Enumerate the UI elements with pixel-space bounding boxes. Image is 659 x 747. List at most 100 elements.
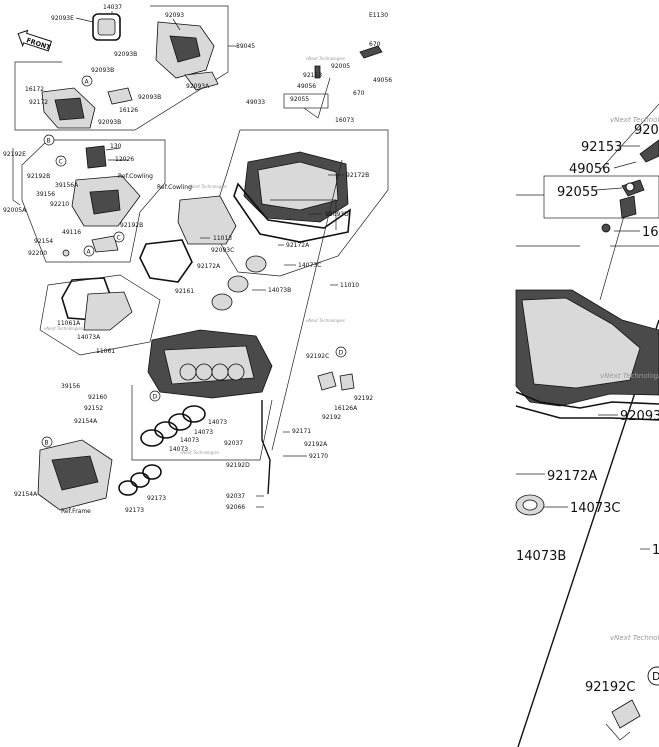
part-label: 92093D <box>325 211 349 218</box>
watermark: vNext Technologies <box>600 372 659 380</box>
frame-bracket <box>37 439 113 511</box>
part-label: 92093C <box>211 247 234 254</box>
part-label: 11061A <box>57 320 81 327</box>
svg-text:C: C <box>117 235 121 242</box>
watermark: vNext Technologies <box>306 56 345 61</box>
part-label: 39045 <box>236 43 255 50</box>
part-label: 92192A <box>304 441 328 448</box>
zoom-leader-lines <box>516 145 650 550</box>
actuator-assembly <box>12 145 141 257</box>
part-label: 14073 <box>194 429 213 436</box>
part-label: 92161 <box>175 288 194 295</box>
part-label: 92200 <box>28 250 47 257</box>
part-label: 39156 <box>61 383 80 390</box>
group-frame-actuator <box>21 139 166 263</box>
part-label: 92172 <box>29 99 48 106</box>
zoom-callout-D: D <box>652 670 659 683</box>
part-label: 92093 <box>165 12 184 19</box>
part-label: 14073C <box>570 501 620 516</box>
sensor-assembly <box>317 371 355 391</box>
part-label: 92153 <box>303 72 322 79</box>
part-label: 49056 <box>297 83 316 90</box>
part-label: 92192 <box>322 414 341 421</box>
ref-frame-label: Ref.Frame <box>61 508 91 515</box>
callout-C-icon: C C <box>55 155 125 243</box>
watermark: vNext Technologies <box>610 634 659 642</box>
callout-A-icon: A A <box>81 75 95 257</box>
part-label: 92093 <box>620 409 659 424</box>
svg-text:A: A <box>87 249 92 256</box>
watermark: vNext Technologies <box>610 116 659 124</box>
part-label: 16126 <box>119 107 138 114</box>
part-label: 92173 <box>125 507 144 514</box>
overview-panel: E1130 FRONT <box>3 4 392 515</box>
watermark: vNext Technologies <box>306 318 345 323</box>
part-label: 920 <box>634 123 659 138</box>
part-label: 16 <box>642 225 659 240</box>
part-label: 16073 <box>335 117 354 124</box>
part-label: 14073 <box>208 419 227 426</box>
part-label: 49056 <box>569 162 610 177</box>
part-label: 92037 <box>224 440 243 447</box>
part-label: 92153 <box>581 140 622 155</box>
svg-text:C: C <box>59 159 63 166</box>
part-label: 11010 <box>340 282 359 289</box>
part-label: 92093B <box>114 51 137 58</box>
part-label: 92192 <box>354 395 373 402</box>
watermark: vNext Technologies <box>44 326 83 331</box>
ref-cowling-label: Ref.Cowling <box>157 184 192 191</box>
part-label: 92055 <box>290 96 309 103</box>
svg-text:D: D <box>153 394 158 401</box>
intake-funnels <box>211 255 267 311</box>
part-label: 16172 <box>25 86 44 93</box>
part-label: 92192B <box>27 173 50 180</box>
part-label: 670 <box>353 90 365 97</box>
zoom-hose-fittings <box>601 139 659 233</box>
part-label: 11013 <box>213 235 232 242</box>
part-label: 49056 <box>373 77 392 84</box>
part-label: 92152 <box>84 405 103 412</box>
part-label: 92170 <box>309 453 328 460</box>
part-label: 49116 <box>62 229 81 236</box>
watermark: vNext Technologies <box>188 184 227 189</box>
part-label: 14037 <box>103 4 122 11</box>
part-label: 92192E <box>3 151 26 158</box>
part-label: 130 <box>110 143 122 150</box>
part-label: 14073 <box>180 437 199 444</box>
part-label: 92192C <box>585 680 635 695</box>
part-label: 92160 <box>88 394 107 401</box>
breather-parts <box>283 45 383 119</box>
air-filter <box>61 277 133 331</box>
part-label: 11061 <box>96 348 115 355</box>
ref-cowling-label: Ref.Cowling <box>118 173 153 180</box>
part-label: 14073C <box>298 262 321 269</box>
svg-text:B: B <box>47 138 51 145</box>
intake-duct <box>41 13 219 129</box>
part-label: 92172A <box>286 242 310 249</box>
part-label: 92055 <box>557 185 598 200</box>
callout-B-icon: B B <box>41 134 55 448</box>
part-label: 39156A <box>55 182 79 189</box>
part-label: 92154 <box>34 238 53 245</box>
part-label: 14073B <box>516 549 566 564</box>
part-label: 92037 <box>226 493 245 500</box>
part-label: 14073 <box>169 446 188 453</box>
intake-rings <box>118 405 206 496</box>
part-label: 92005A <box>3 207 27 214</box>
part-label: 92093B <box>138 94 161 101</box>
part-label: 92192C <box>306 353 329 360</box>
part-label: 14073B <box>268 287 291 294</box>
part-label: 92172A <box>197 263 221 270</box>
part-label: 92066 <box>226 504 245 511</box>
part-label: 92173 <box>147 495 166 502</box>
zoom-sensor: D <box>605 666 659 741</box>
part-label: 49033 <box>246 99 265 106</box>
svg-text:D: D <box>339 350 344 357</box>
figure-code: E1130 <box>369 12 388 19</box>
watermark: vNext Technologies <box>180 450 219 455</box>
part-label: 92093B <box>98 119 121 126</box>
part-label: 92093B <box>91 67 114 74</box>
part-label: 92192D <box>226 462 250 469</box>
part-label: 92154A <box>14 491 38 498</box>
